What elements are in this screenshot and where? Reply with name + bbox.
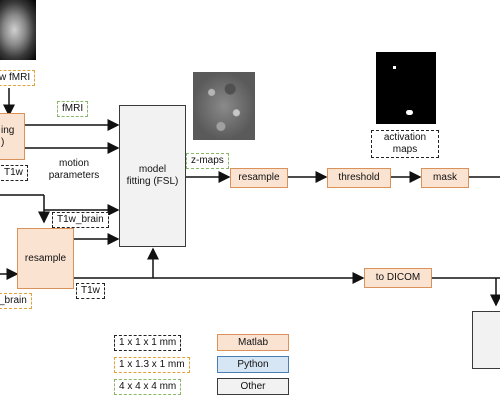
motion-parameters-label: motion parameters [48,158,100,181]
input-t1w-tag: T1w [1,165,28,181]
to-dicom-node: to DICOM [364,268,432,288]
brain-fmri-thumbnail [0,0,36,60]
legend-resolution-2: 1 x 1.3 x 1 mm [114,357,190,373]
legend-tool-other: Other [217,378,289,395]
preprocessing-line1: ing [1,124,15,136]
resample-right-node: resample [230,168,288,188]
preprocessing-line2: ) [1,136,5,148]
legend-tool-python: Python [217,356,289,373]
threshold-node: threshold [327,168,391,188]
preprocessing-box: ing ) [0,113,25,160]
activation-maps-tag: activation maps [371,130,439,158]
mask-node: mask [421,168,469,188]
activation-map-thumbnail [376,52,436,124]
zmaps-tag: z-maps [186,153,229,169]
resample-left-node: resample [17,228,74,289]
t1w-brain-tag: T1w_brain [52,212,109,228]
output-node-partial [472,311,500,369]
legend-tool-matlab: Matlab [217,334,289,351]
t1w-tag: T1w [76,283,105,299]
input-fmri-tag: w fMRI [0,70,36,86]
zmap-thumbnail [193,72,255,140]
legend-resolution-3: 4 x 4 x 4 mm [114,379,182,395]
model-fitting-node: model fitting (FSL) [119,105,186,247]
fmri-tag: fMRI [57,101,89,117]
legend-resolution-1: 1 x 1 x 1 mm [114,335,182,351]
input-t1w-brain-tag: _brain [0,293,32,309]
